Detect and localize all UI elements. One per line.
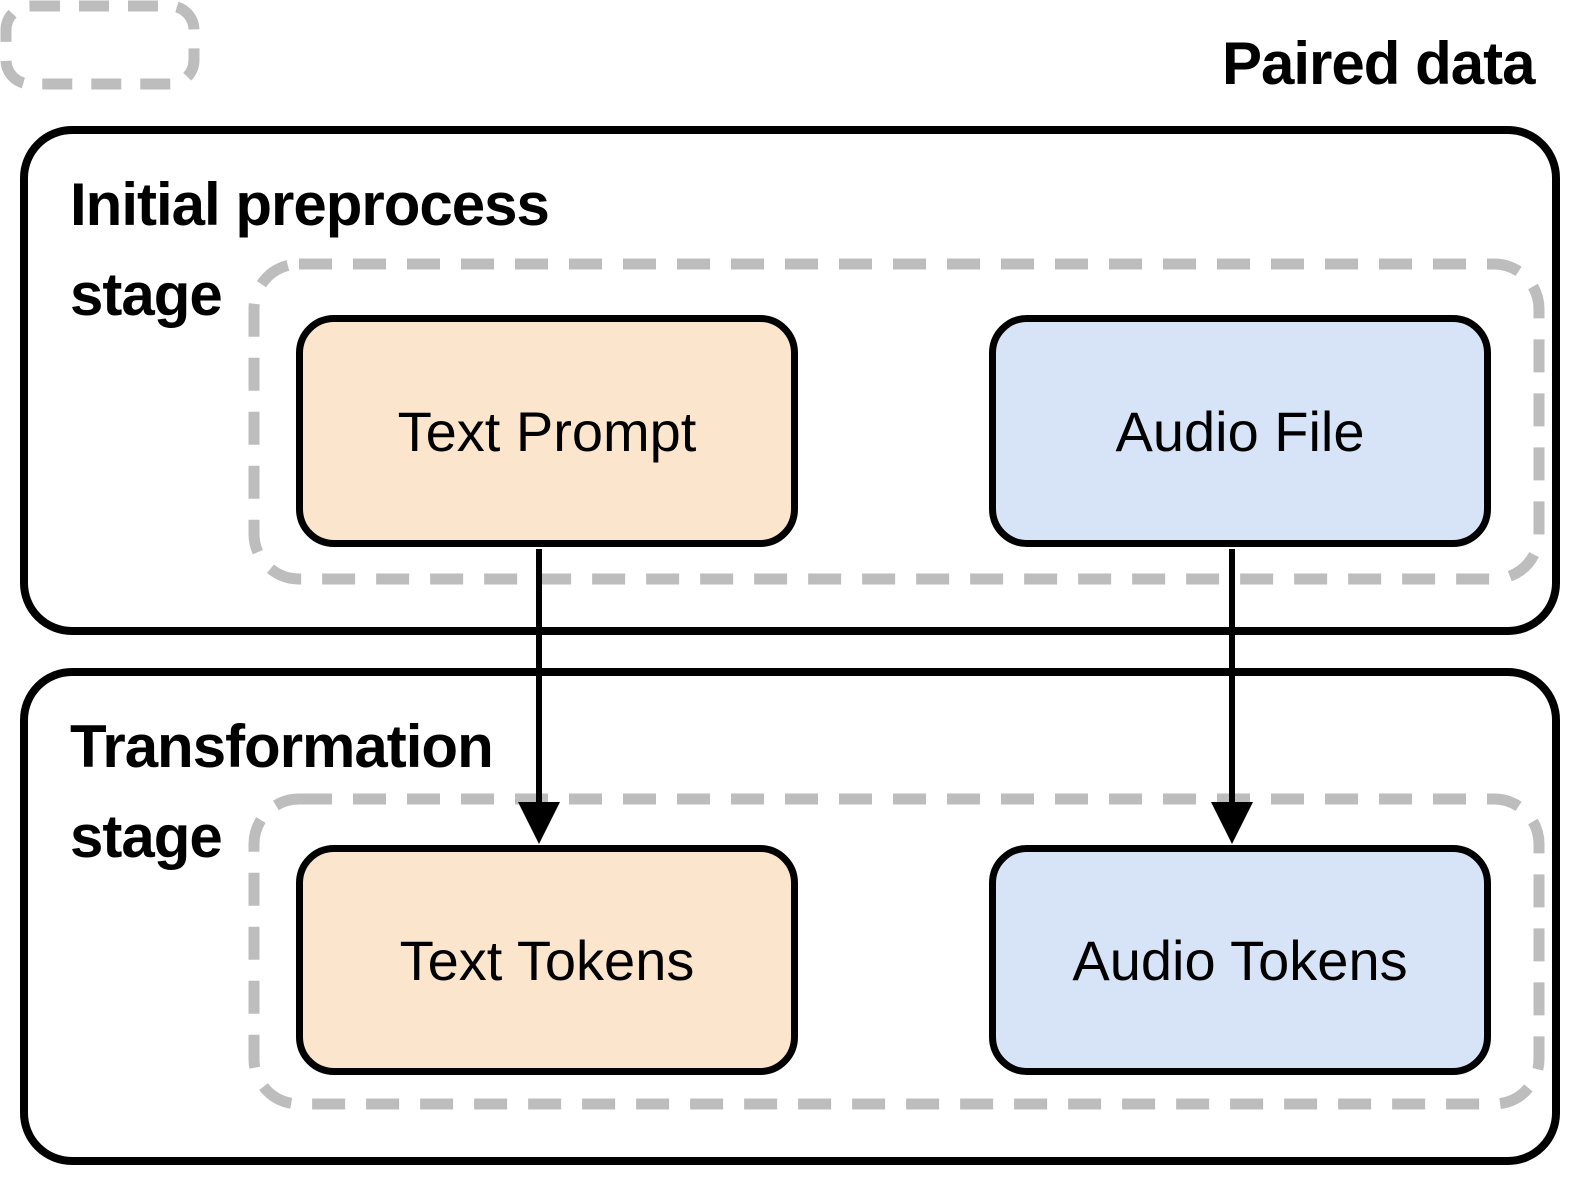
node-label: Text Tokens (399, 928, 695, 992)
node-audio-tokens: Audio Tokens (989, 845, 1491, 1075)
paired-data-swatch-icon (0, 0, 200, 90)
node-text-tokens: Text Tokens (296, 845, 798, 1075)
node-label: Audio File (1115, 399, 1365, 463)
node-label: Text Prompt (397, 399, 697, 463)
stage-transformation: Transformation stage Text Tokens Audio T… (20, 668, 1560, 1165)
stage-title-transformation: Transformation stage (70, 713, 494, 870)
paired-data-group-preprocess: Text Prompt Audio File (248, 258, 1545, 585)
stage-title-initial-preprocess: Initial preprocess stage (70, 171, 550, 328)
node-label: Audio Tokens (1072, 928, 1408, 992)
node-audio-file: Audio File (989, 315, 1491, 547)
stage-initial-preprocess: Initial preprocess stage Text Prompt Aud… (20, 126, 1560, 635)
node-text-prompt: Text Prompt (296, 315, 798, 547)
legend-label: Paired data (1222, 29, 1535, 97)
paired-data-group-transformation: Text Tokens Audio Tokens (248, 793, 1545, 1110)
